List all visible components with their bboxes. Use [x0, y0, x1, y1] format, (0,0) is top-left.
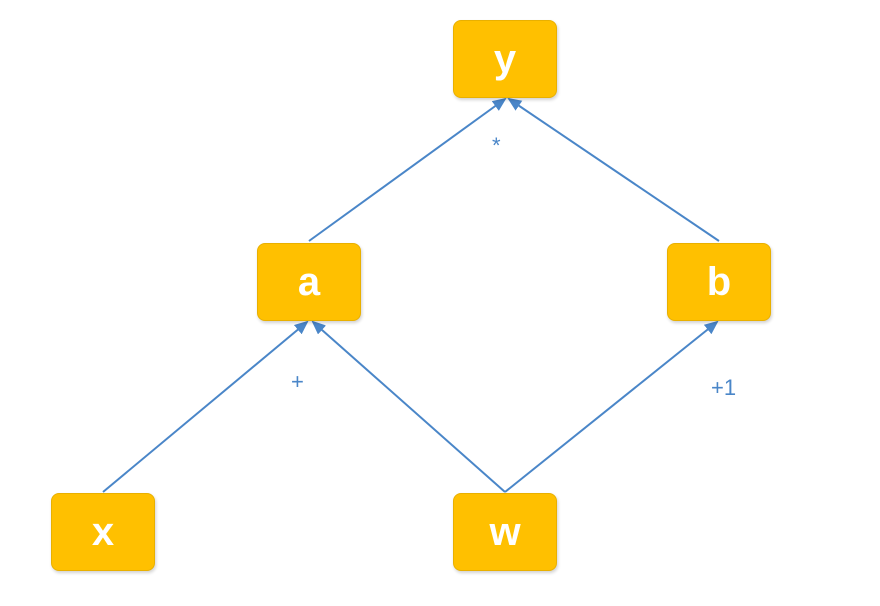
add-operation-label: +: [291, 369, 304, 394]
edge-w-to-b: [504, 320, 719, 493]
add-one-operation-label: +1: [711, 375, 737, 400]
multiply-operation-label: *: [492, 133, 501, 158]
node-b: b: [667, 243, 771, 321]
edge-a-to-y: [308, 97, 507, 242]
node-x: x: [51, 493, 155, 571]
edge-w-to-a: [311, 320, 506, 493]
node-a: a: [257, 243, 361, 321]
node-y: y: [453, 20, 557, 98]
node-w: w: [453, 493, 557, 571]
edge-b-to-y: [507, 97, 720, 242]
edge-x-to-a: [102, 320, 309, 493]
